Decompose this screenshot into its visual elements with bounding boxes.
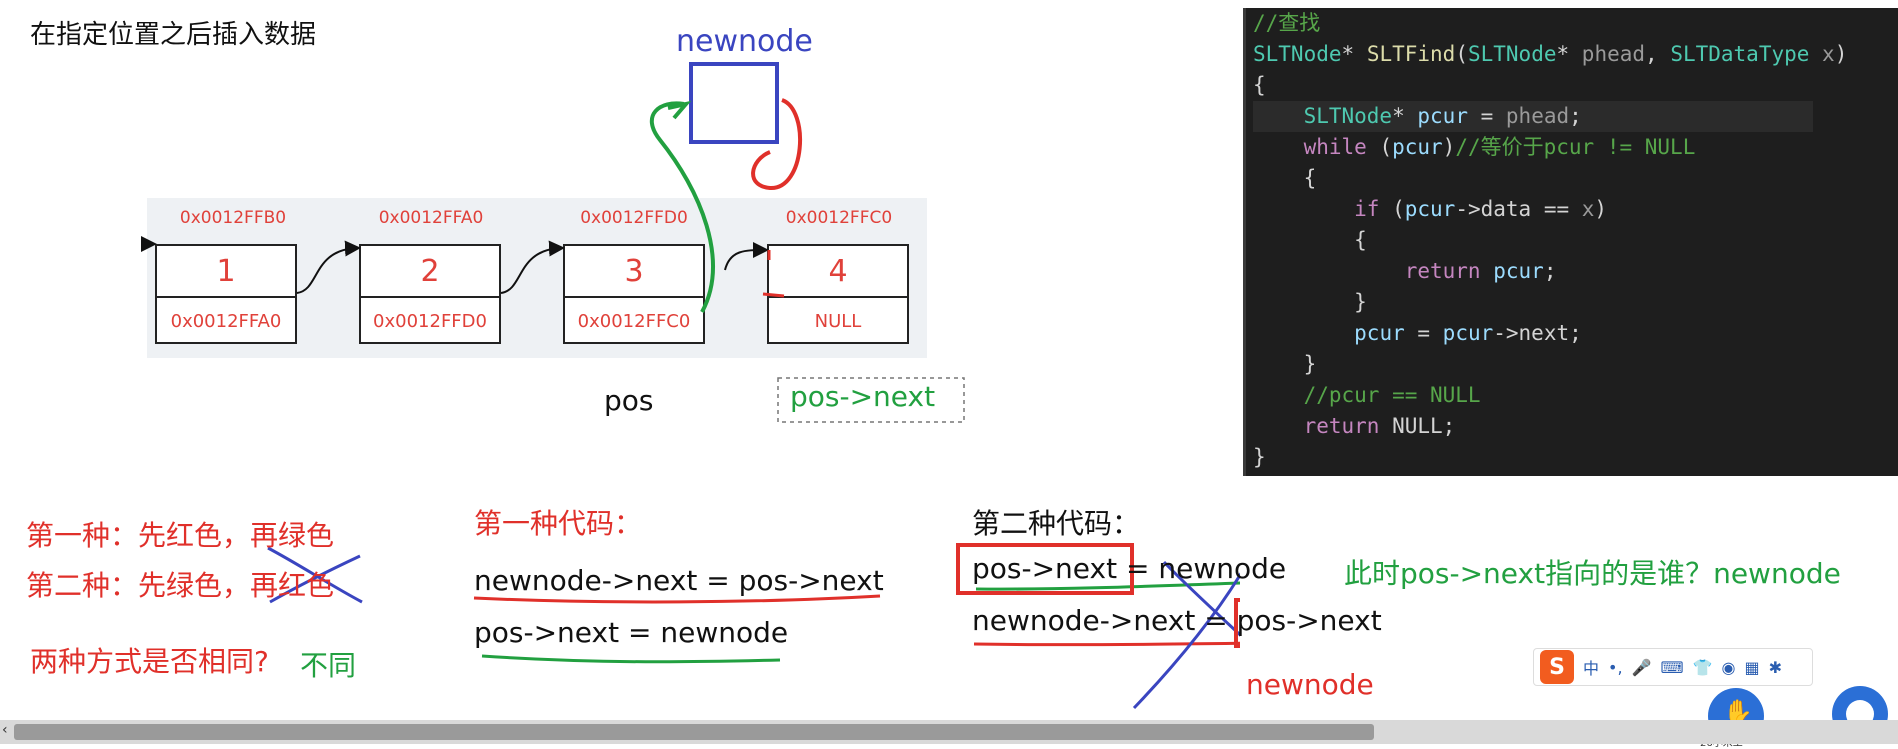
code-line: } [1253,290,1367,314]
method1-text: 第一种：先红色，再绿色 [26,519,335,552]
editor-gutter [1243,8,1246,476]
code-line: { [1253,73,1266,97]
scrollbar-thumb[interactable] [14,724,1374,740]
method2-text: 第二种：先绿色，再红色 [26,569,335,602]
ime-mode[interactable]: 中 [1583,659,1600,678]
scroll-left-icon[interactable]: ‹ [2,722,8,738]
red-pen-arrow [751,98,802,191]
code1-title: 第一种代码： [474,507,643,540]
newnode-box [689,62,779,144]
node-address: 0x0012FFA0 [378,208,484,228]
keyboard-icon[interactable]: ⌨ [1660,657,1684,677]
node-address: 0x0012FFC0 [785,208,893,228]
newnode-label: newnode [676,24,813,59]
code-line: if (pcur->data == x) [1354,197,1608,221]
code-line: pcur = pcur->next; [1354,321,1582,345]
question-text: 两种方式是否相同? [30,645,269,678]
page-title: 在指定位置之后插入数据 [30,20,317,50]
ime-toolbar[interactable]: S 中 •, 🎤 ⌨ 👕 ◉ ▦ ✱ [1533,648,1813,686]
node-next: NULL [814,310,862,332]
code-line: } [1253,352,1317,376]
code-line: return pcur; [1404,259,1557,283]
annotation-strokes [141,98,1240,710]
next-arrow [296,240,361,294]
pos-next-label: pos->next [790,380,936,413]
selection-box [777,377,965,423]
code-line: //pcur == NULL [1253,383,1481,407]
node-value: 2 [361,246,499,298]
code-line: } [1253,445,1266,469]
list-node: 3 0x0012FFC0 [563,244,705,344]
code2-line2: newnode->next = pos->next [972,604,1382,637]
code-editor[interactable]: //查找 SLTNode* SLTFind(SLTNode* phead, SL… [1243,8,1898,476]
pos-label: pos [604,384,654,417]
mic-icon[interactable]: 🎤 [1631,657,1652,677]
node-address: 0x0012FFD0 [580,208,688,228]
apps-icon[interactable]: ▦ [1744,657,1760,677]
next-arrow [724,242,769,271]
node-next: 0x0012FFC0 [577,310,691,332]
game-icon[interactable]: ◉ [1721,657,1736,677]
code1-line2: pos->next = newnode [474,616,789,649]
code-line: return NULL; [1303,414,1456,438]
node-value: 3 [565,246,703,298]
node-next: 0x0012FFA0 [170,310,282,332]
code2-note: 此时pos->next指向的是谁？newnode [1344,557,1841,590]
code-line-current: SLTNode* pcur = phead; [1253,101,1813,132]
green-pen-arrow [649,101,715,313]
node-address: 0x0012FFB0 [179,208,287,228]
list-node: 2 0x0012FFD0 [359,244,501,344]
code2-line1: pos->next = newnode [972,552,1287,585]
code-line: { [1253,166,1317,190]
shirt-icon[interactable]: 👕 [1692,657,1713,677]
punctuation-icon[interactable]: •, [1608,657,1623,677]
code2-result: newnode [1246,668,1374,701]
list-node: 1 0x0012FFA0 [155,244,297,344]
next-arrow [500,240,565,294]
sogou-logo-icon[interactable]: S [1540,650,1574,684]
code-line: SLTNode* SLTFind(SLTNode* phead, SLTData… [1253,42,1848,66]
code-line: while (pcur)//等价于pcur != NULL [1303,135,1696,159]
node-value: 1 [157,246,295,298]
answer-text: 不同 [300,649,357,682]
code2-title: 第二种代码： [972,507,1141,540]
node-next: 0x0012FFD0 [373,310,487,332]
code-line: { [1253,228,1367,252]
node-value: 4 [769,246,907,298]
list-node: 4 NULL [767,244,909,344]
code1-line1: newnode->next = pos->next [474,564,884,597]
code-line: //查找 [1253,11,1321,35]
settings-icon[interactable]: ✱ [1768,657,1782,677]
